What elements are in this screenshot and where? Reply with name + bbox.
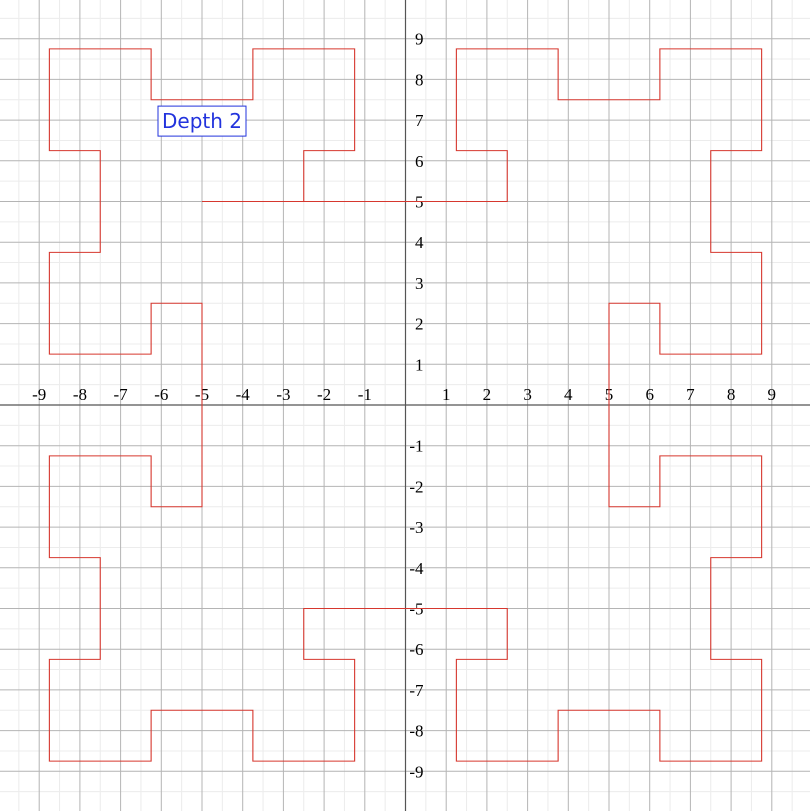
x-tick-label: -1	[358, 385, 372, 404]
x-tick-label: -9	[32, 385, 46, 404]
annotation-label: Depth 2	[162, 109, 242, 133]
x-tick-label: -7	[114, 385, 129, 404]
annotation: Depth 2	[157, 105, 247, 137]
y-tick-label: -3	[409, 518, 423, 537]
x-tick-label: -8	[73, 385, 87, 404]
y-tick-label: 9	[415, 30, 424, 49]
x-tick-label: 8	[727, 385, 736, 404]
x-tick-label: -3	[276, 385, 290, 404]
x-tick-label: 1	[442, 385, 451, 404]
y-tick-label: 2	[415, 315, 424, 334]
x-tick-label: 2	[483, 385, 492, 404]
x-tick-label: -4	[236, 385, 251, 404]
x-tick-label: 3	[523, 385, 532, 404]
y-tick-label: 6	[415, 152, 424, 171]
x-tick-label: 6	[645, 385, 654, 404]
curve-series	[48, 48, 763, 762]
x-tick-label: -6	[154, 385, 168, 404]
y-tick-label: 4	[415, 233, 424, 252]
y-tick-label: 7	[415, 111, 424, 130]
y-tick-label: -8	[409, 722, 423, 741]
annotation-box	[157, 105, 247, 137]
fractal-curve-line	[48, 48, 763, 762]
x-tick-label: 4	[564, 385, 573, 404]
x-tick-label: 7	[686, 385, 695, 404]
x-tick-label: -2	[317, 385, 331, 404]
y-tick-label: -2	[409, 477, 423, 496]
y-tick-label: 8	[415, 70, 424, 89]
y-tick-label: -1	[409, 437, 423, 456]
y-tick-label: -6	[409, 640, 423, 659]
y-tick-label: -9	[409, 762, 423, 781]
y-tick-label: 3	[415, 274, 424, 293]
y-tick-label: -7	[409, 681, 424, 700]
x-tick-label: 9	[768, 385, 777, 404]
y-tick-label: 1	[415, 355, 424, 374]
y-tick-label: -4	[409, 559, 424, 578]
